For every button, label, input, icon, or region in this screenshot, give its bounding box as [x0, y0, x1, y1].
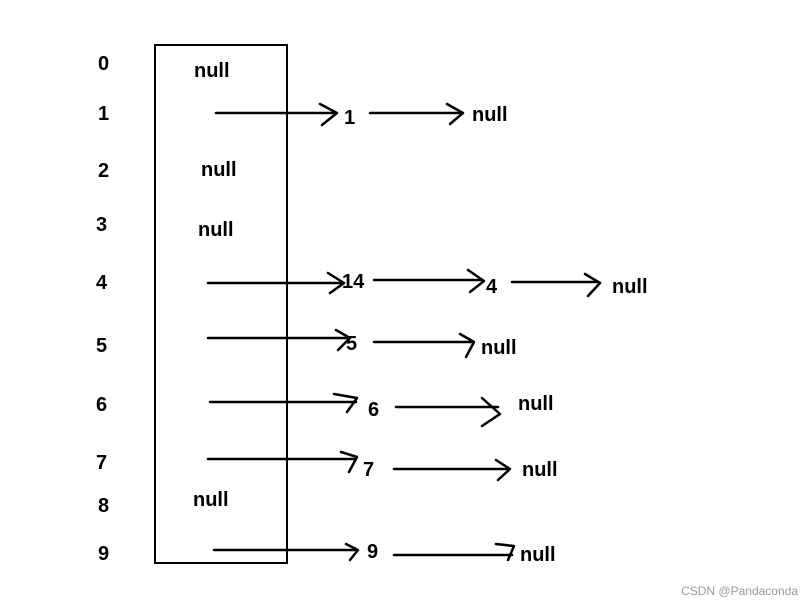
- arrow-slot5-to-node5: [206, 328, 352, 352]
- arrow-slot1-to-node1: [214, 102, 339, 127]
- index-1: 1: [98, 103, 110, 125]
- index-7: 7: [96, 452, 108, 474]
- index-0: 0: [98, 53, 110, 75]
- arrow-node9-to-null: [392, 542, 516, 562]
- slot-3-null: null: [198, 219, 234, 241]
- hash-table-array: [154, 44, 288, 564]
- slot-2-null: null: [201, 159, 237, 181]
- chain7-node-7: 7: [363, 459, 375, 481]
- arrow-slot6-to-node6: [208, 392, 359, 414]
- arrow-node4-to-null: [510, 272, 602, 298]
- slot-8-null: null: [193, 489, 229, 511]
- chain5-node-5: 5: [346, 333, 358, 355]
- chain6-null: null: [518, 393, 554, 415]
- index-4: 4: [96, 272, 108, 294]
- index-6: 6: [96, 394, 108, 416]
- chain7-null: null: [522, 459, 558, 481]
- arrow-slot4-to-node14: [206, 271, 346, 295]
- index-8: 8: [98, 495, 110, 517]
- arrow-slot7-to-node7: [206, 450, 359, 474]
- chain6-node-6: 6: [368, 399, 380, 421]
- arrow-node7-to-null: [392, 458, 512, 482]
- index-2: 2: [98, 160, 110, 182]
- chain5-null: null: [481, 337, 517, 359]
- arrow-node14-to-node4: [372, 268, 486, 294]
- chain9-node-9: 9: [367, 541, 379, 563]
- chain1-null: null: [472, 104, 508, 126]
- arrow-slot9-to-node9: [212, 542, 360, 562]
- chain9-null: null: [520, 544, 556, 566]
- watermark: CSDN @Pandaconda: [681, 584, 798, 598]
- index-9: 9: [98, 543, 110, 565]
- chain4-node-14: 14: [342, 271, 365, 293]
- arrow-node1-to-null: [368, 102, 465, 126]
- chain4-null: null: [612, 276, 648, 298]
- index-5: 5: [96, 335, 108, 357]
- chain4-node-4: 4: [486, 276, 498, 298]
- chain1-node-1: 1: [344, 107, 356, 129]
- arrow-node5-to-null: [372, 332, 476, 359]
- slot-0-null: null: [194, 60, 230, 82]
- index-3: 3: [96, 214, 108, 236]
- arrow-node6-to-null: [394, 396, 502, 428]
